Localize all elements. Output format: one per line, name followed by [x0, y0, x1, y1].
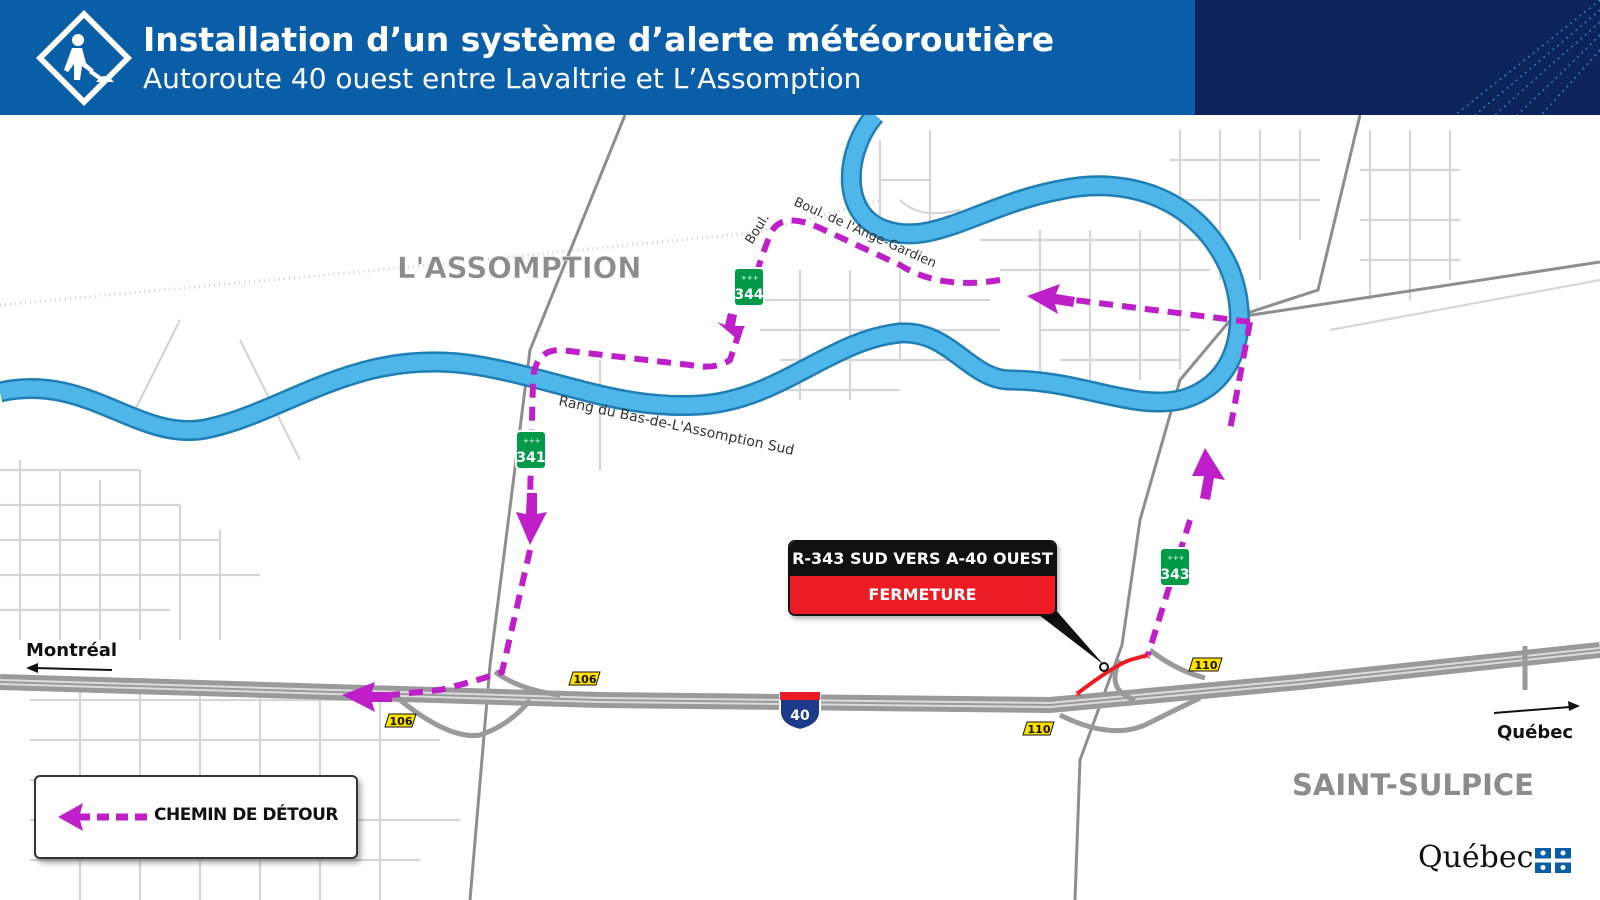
river	[0, 115, 1250, 442]
exit-badge-110-south: 110	[1022, 721, 1055, 736]
fleur-de-lis-flag-icon	[1535, 848, 1571, 873]
road-work-icon	[36, 10, 132, 106]
svg-text:106: 106	[390, 715, 413, 728]
detour-legend-arrow-icon	[58, 803, 148, 831]
exit-badge-110-north: 110	[1188, 657, 1223, 672]
svg-text:110: 110	[1195, 659, 1218, 672]
page-title: Installation d’un système d’alerte météo…	[143, 20, 1055, 59]
svg-text:344: 344	[734, 287, 763, 303]
direction-east: Québec	[1493, 701, 1580, 743]
callout-pointer	[1030, 608, 1104, 665]
closure-segment: × ×	[1074, 651, 1151, 700]
exit-badge-106-north: 106	[568, 671, 601, 686]
detour-route	[389, 217, 1253, 698]
route-shield-343: +++ 343	[1159, 547, 1191, 587]
highway-shield-40: 40	[779, 691, 821, 732]
place-label-saint-sulpice: SAINT-SULPICE	[1292, 768, 1534, 802]
exit-badge-106-south: 106	[384, 713, 417, 728]
header-decoration	[1195, 0, 1600, 115]
closure-callout: R-343 SUD VERS A-40 OUEST FERMETURE	[788, 540, 1057, 616]
closure-callout-status: FERMETURE	[790, 576, 1055, 614]
svg-text:343: 343	[1160, 567, 1189, 583]
svg-text:Québec: Québec	[1497, 722, 1573, 743]
svg-text:341: 341	[516, 450, 545, 466]
major-roads	[468, 115, 1600, 900]
closure-callout-heading: R-343 SUD VERS A-40 OUEST	[790, 542, 1055, 576]
route-shield-344: +++ 344	[733, 267, 765, 307]
svg-text:110: 110	[1028, 723, 1051, 736]
place-label-lassomption: L'ASSOMPTION	[397, 251, 642, 285]
header-banner: Installation d’un système d’alerte météo…	[0, 0, 1600, 115]
legend-label-detour: CHEMIN DE DÉTOUR	[154, 805, 339, 825]
map-legend: CHEMIN DE DÉTOUR	[34, 775, 358, 859]
svg-text:106: 106	[574, 673, 597, 686]
svg-text:Montréal: Montréal	[26, 640, 117, 661]
direction-west: Montréal	[26, 640, 117, 673]
svg-text:×: ×	[1074, 689, 1082, 700]
route-shield-341: +++ 341	[515, 430, 547, 470]
quebec-logo: Québec	[1418, 840, 1534, 875]
detour-map: × × +++ 344 +++ 341 +++ 343 40	[0, 115, 1600, 900]
highway-a40	[0, 642, 1600, 714]
svg-text:×: ×	[1143, 651, 1151, 662]
detour-arrows	[342, 284, 1225, 712]
railway	[0, 198, 881, 307]
svg-text:+++: +++	[741, 274, 759, 282]
svg-text:40: 40	[790, 708, 810, 724]
svg-text:+++: +++	[523, 437, 541, 445]
svg-text:+++: +++	[1167, 554, 1185, 562]
page-subtitle: Autoroute 40 ouest entre Lavaltrie et L’…	[143, 62, 862, 95]
